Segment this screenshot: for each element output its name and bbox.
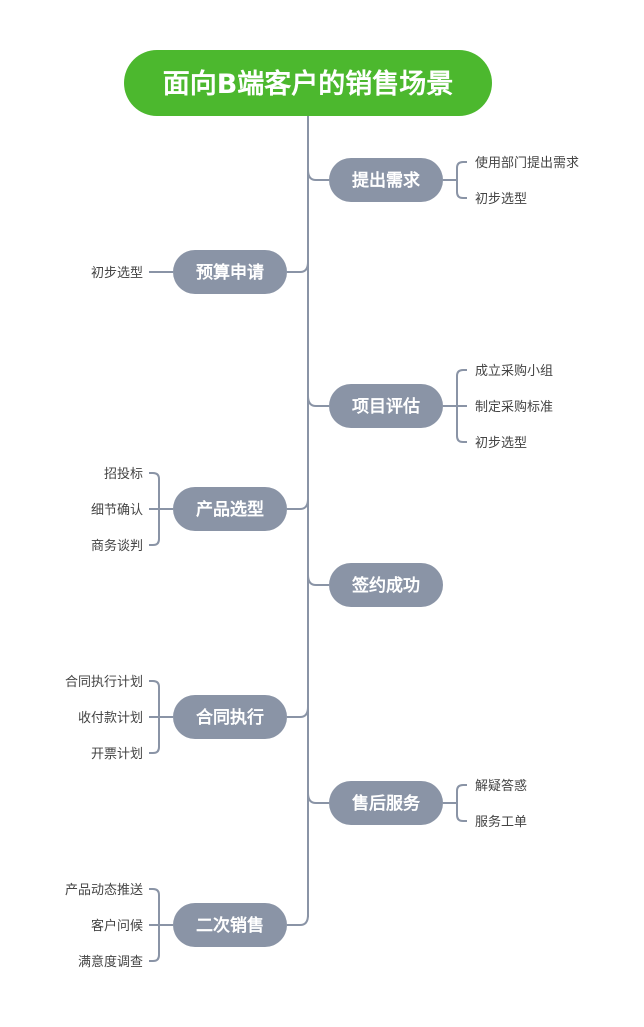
branch-node: 合同执行 (173, 695, 287, 739)
root-title: 面向B端客户的销售场景 (163, 68, 454, 100)
branch-node-box (173, 903, 287, 947)
branch-node: 产品选型 (173, 487, 287, 531)
leaf-label: 客户问候 (91, 918, 143, 934)
leaf-label: 商务谈判 (91, 538, 143, 554)
leaf-label: 合同执行计划 (65, 675, 143, 690)
leaf-label: 初步选型 (475, 436, 527, 451)
leaf-label: 初步选型 (91, 266, 143, 281)
branch-node: 预算申请 (173, 250, 287, 294)
branch-node-box (329, 384, 443, 428)
leaf-label: 使用部门提出需求 (475, 155, 579, 171)
leaf-label: 制定采购标准 (475, 399, 553, 415)
branch-connector (287, 498, 309, 510)
branch-connector (307, 169, 329, 181)
branch-node-label: 签约成功 (351, 575, 420, 596)
branch-connector (287, 706, 309, 718)
branch-connector (307, 395, 329, 407)
branch-node-box (173, 487, 287, 531)
connector-lines (149, 116, 467, 962)
branch-node: 项目评估 (329, 384, 443, 428)
branch-connector (287, 261, 309, 273)
branch-node-box (329, 781, 443, 825)
leaf-bracket (456, 161, 467, 199)
branch-node-label: 合同执行 (196, 707, 264, 728)
leaf-label: 开票计划 (91, 747, 143, 762)
branch-node: 二次销售 (173, 903, 287, 947)
leaf-label: 招投标 (104, 466, 143, 482)
leaf-label: 初步选型 (475, 192, 527, 207)
branch-node-box (173, 250, 287, 294)
branch-node-label: 预算申请 (196, 262, 264, 283)
branch-connector (307, 574, 329, 586)
branch-connector (287, 914, 309, 926)
leaf-label: 服务工单 (475, 814, 527, 830)
root-node: 面向B端客户的销售场景 (124, 50, 492, 116)
branch-nodes: 提出需求使用部门提出需求初步选型预算申请初步选型项目评估成立采购小组制定采购标准… (65, 155, 579, 970)
branch-connector (307, 792, 329, 804)
leaf-label: 收付款计划 (78, 711, 143, 726)
branch-node-box (173, 695, 287, 739)
branch-node: 签约成功 (329, 563, 443, 607)
branch-node-label: 二次销售 (196, 915, 264, 936)
branch-node-label: 提出需求 (352, 170, 420, 191)
branch-node-box (329, 158, 443, 202)
root-node-box (124, 50, 492, 116)
branch-node-label: 项目评估 (352, 396, 420, 417)
leaf-label: 解疑答惑 (475, 778, 527, 794)
leaf-label: 细节确认 (91, 503, 143, 518)
branch-node-label: 产品选型 (196, 499, 264, 520)
leaf-label: 满意度调查 (78, 954, 143, 970)
branch-node-box (329, 563, 443, 607)
leaf-bracket (456, 784, 467, 822)
branch-node: 提出需求 (329, 158, 443, 202)
branch-node: 售后服务 (329, 781, 443, 825)
branch-node-label: 售后服务 (352, 793, 421, 814)
leaf-label: 成立采购小组 (475, 363, 553, 379)
leaf-label: 产品动态推送 (65, 883, 143, 898)
